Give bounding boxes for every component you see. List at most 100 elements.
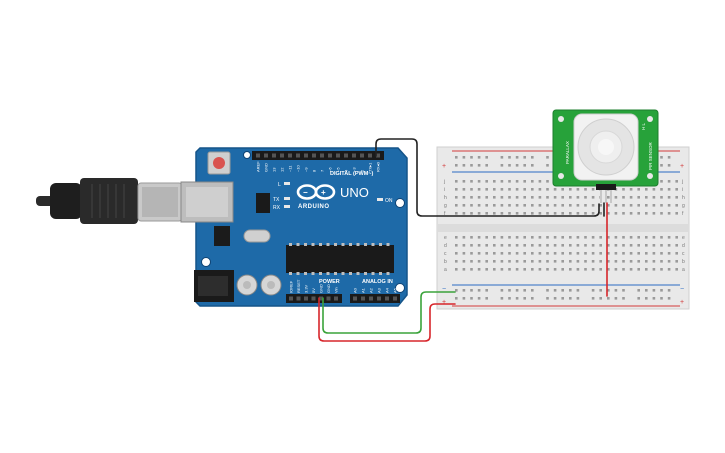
breadboard-hole[interactable] <box>455 268 458 271</box>
breadboard-hole[interactable] <box>515 236 519 239</box>
breadboard-hole[interactable] <box>561 260 564 263</box>
breadboard-hole[interactable] <box>523 252 526 255</box>
breadboard-hole[interactable] <box>591 289 595 292</box>
breadboard-hole[interactable] <box>553 289 557 292</box>
breadboard-hole[interactable] <box>645 196 648 199</box>
header-hole[interactable] <box>272 153 276 158</box>
breadboard-hole[interactable] <box>667 212 671 215</box>
breadboard-hole[interactable] <box>546 236 549 239</box>
breadboard-hole[interactable] <box>645 212 648 215</box>
breadboard-hole[interactable] <box>462 289 466 292</box>
breadboard-hole[interactable] <box>462 252 466 255</box>
breadboard-hole[interactable] <box>652 260 656 263</box>
breadboard-hole[interactable] <box>629 244 633 247</box>
breadboard-hole[interactable] <box>515 164 519 167</box>
breadboard-hole[interactable] <box>477 289 481 292</box>
breadboard-hole[interactable] <box>470 188 473 191</box>
breadboard-hole[interactable] <box>675 252 678 255</box>
breadboard-hole[interactable] <box>508 212 511 215</box>
breadboard-hole[interactable] <box>591 236 595 239</box>
breadboard-hole[interactable] <box>660 289 663 292</box>
breadboard-hole[interactable] <box>553 268 557 271</box>
breadboard-hole[interactable] <box>523 180 526 183</box>
breadboard-hole[interactable] <box>508 297 511 300</box>
breadboard-hole[interactable] <box>569 212 572 215</box>
breadboard-hole[interactable] <box>660 156 663 159</box>
breadboard-hole[interactable] <box>576 289 580 292</box>
breadboard-hole[interactable] <box>500 236 504 239</box>
breadboard-hole[interactable] <box>569 204 572 207</box>
breadboard-hole[interactable] <box>470 164 473 167</box>
breadboard-hole[interactable] <box>561 244 564 247</box>
breadboard-hole[interactable] <box>538 268 542 271</box>
breadboard-hole[interactable] <box>485 164 488 167</box>
breadboard-hole[interactable] <box>614 212 618 215</box>
breadboard-hole[interactable] <box>523 289 526 292</box>
breadboard-hole[interactable] <box>515 188 519 191</box>
header-hole[interactable] <box>296 153 300 158</box>
breadboard-hole[interactable] <box>614 252 618 255</box>
breadboard-hole[interactable] <box>553 204 557 207</box>
breadboard-hole[interactable] <box>523 268 526 271</box>
breadboard-hole[interactable] <box>599 204 602 207</box>
breadboard-hole[interactable] <box>629 188 633 191</box>
breadboard-hole[interactable] <box>546 156 549 159</box>
breadboard-hole[interactable] <box>645 297 648 300</box>
breadboard-hole[interactable] <box>470 260 473 263</box>
breadboard-hole[interactable] <box>500 260 504 263</box>
breadboard-hole[interactable] <box>561 212 564 215</box>
breadboard-hole[interactable] <box>675 268 678 271</box>
breadboard-hole[interactable] <box>675 212 678 215</box>
breadboard-hole[interactable] <box>546 204 549 207</box>
breadboard-hole[interactable] <box>569 297 572 300</box>
breadboard-hole[interactable] <box>591 188 595 191</box>
breadboard-hole[interactable] <box>607 236 610 239</box>
breadboard-hole[interactable] <box>607 244 610 247</box>
breadboard-hole[interactable] <box>637 212 640 215</box>
breadboard-hole[interactable] <box>515 212 519 215</box>
breadboard-hole[interactable] <box>508 196 511 199</box>
breadboard-hole[interactable] <box>637 188 640 191</box>
breadboard-hole[interactable] <box>553 252 557 255</box>
breadboard-hole[interactable] <box>645 252 648 255</box>
header-hole[interactable] <box>304 296 308 301</box>
header-hole[interactable] <box>320 153 324 158</box>
breadboard-hole[interactable] <box>546 180 549 183</box>
breadboard-hole[interactable] <box>508 236 511 239</box>
breadboard-hole[interactable] <box>515 156 519 159</box>
breadboard-hole[interactable] <box>500 268 504 271</box>
breadboard-hole[interactable] <box>614 297 618 300</box>
breadboard-hole[interactable] <box>667 204 671 207</box>
breadboard-hole[interactable] <box>462 297 466 300</box>
breadboard-hole[interactable] <box>546 268 549 271</box>
breadboard-hole[interactable] <box>477 180 481 183</box>
breadboard-hole[interactable] <box>645 244 648 247</box>
breadboard-hole[interactable] <box>485 188 488 191</box>
breadboard-hole[interactable] <box>470 180 473 183</box>
breadboard-hole[interactable] <box>553 297 557 300</box>
breadboard-hole[interactable] <box>500 156 504 159</box>
breadboard-hole[interactable] <box>637 244 640 247</box>
breadboard-hole[interactable] <box>508 260 511 263</box>
breadboard-hole[interactable] <box>455 289 458 292</box>
breadboard-hole[interactable] <box>462 236 466 239</box>
breadboard-hole[interactable] <box>675 244 678 247</box>
breadboard-hole[interactable] <box>485 268 488 271</box>
breadboard-hole[interactable] <box>629 212 633 215</box>
breadboard-hole[interactable] <box>660 212 663 215</box>
breadboard-hole[interactable] <box>493 268 496 271</box>
breadboard-hole[interactable] <box>637 297 640 300</box>
breadboard-hole[interactable] <box>614 260 618 263</box>
breadboard-hole[interactable] <box>599 252 602 255</box>
breadboard-hole[interactable] <box>561 236 564 239</box>
breadboard-hole[interactable] <box>538 260 542 263</box>
breadboard-hole[interactable] <box>546 260 549 263</box>
breadboard-hole[interactable] <box>667 164 671 167</box>
breadboard-hole[interactable] <box>455 236 458 239</box>
breadboard-hole[interactable] <box>607 289 610 292</box>
breadboard-hole[interactable] <box>645 188 648 191</box>
breadboard-hole[interactable] <box>546 212 549 215</box>
breadboard-hole[interactable] <box>637 289 640 292</box>
breadboard-hole[interactable] <box>637 268 640 271</box>
header-hole[interactable] <box>280 153 284 158</box>
